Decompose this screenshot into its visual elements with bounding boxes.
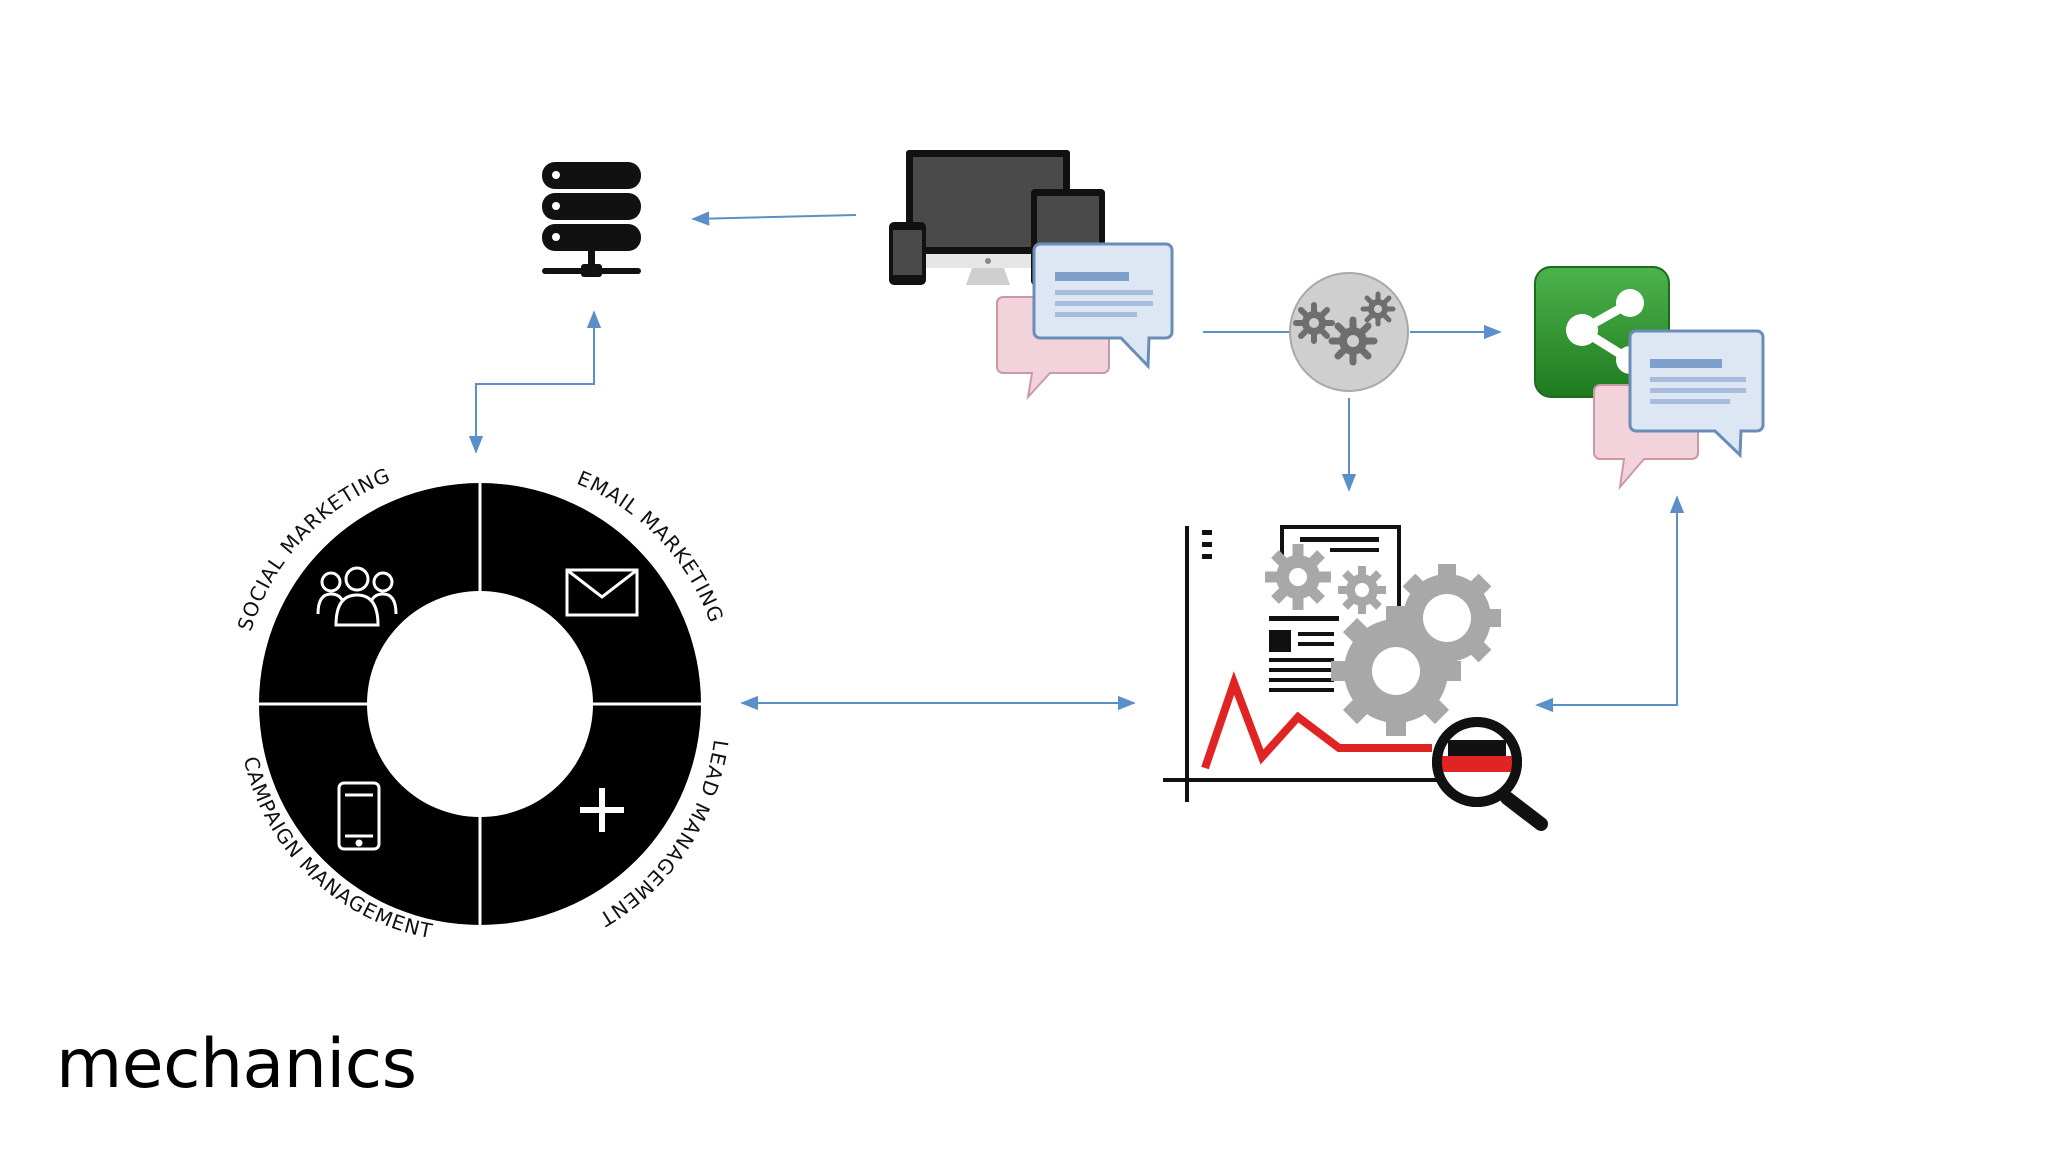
connectors: [468, 211, 1685, 713]
smartphone-icon: [337, 781, 381, 851]
server-icon: [542, 162, 641, 277]
devices-chat-icon: [889, 150, 1174, 401]
people-icon: [316, 566, 398, 627]
plus-icon: [580, 788, 624, 832]
share-chat-icon: [1534, 266, 1765, 491]
arrow-analytics-share-link: [1535, 495, 1685, 713]
analytics-icon: [1163, 525, 1548, 831]
wheel-center: [367, 591, 593, 817]
arrow-wheel-server-link: [468, 310, 602, 454]
marketing-wheel: SOCIAL MARKETING EMAIL MARKETING LEAD MA…: [233, 463, 732, 943]
arrow-devices-to-server: [691, 211, 857, 226]
slide-title: mechanics: [56, 1025, 417, 1104]
envelope-icon: [565, 568, 639, 617]
gears-icon: [1289, 272, 1409, 392]
